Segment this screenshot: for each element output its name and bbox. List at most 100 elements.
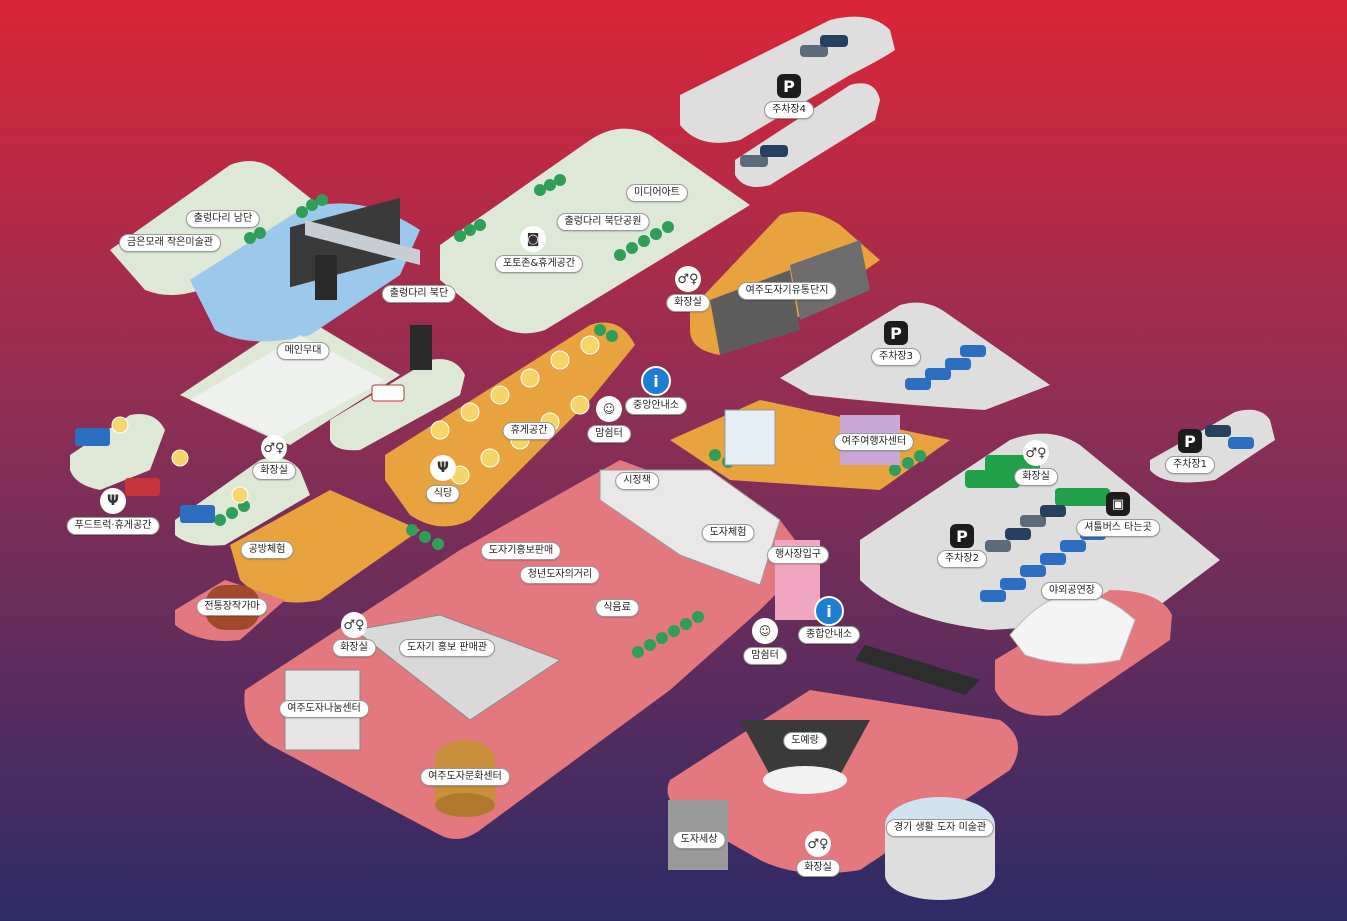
label-rest-area[interactable]: 휴게공간 [502,422,556,440]
restroom-icon[interactable]: ♂♀ [341,612,367,638]
label-young-ceramic-street[interactable]: 청년도자의거리 [519,566,601,584]
car [1020,565,1046,577]
ceramic-complex-building-2 [790,240,870,320]
label-parking4[interactable]: 주차장4 [764,101,814,119]
doyerang-base [763,766,847,794]
car [1040,553,1066,565]
label-ceramic-promo-hall[interactable]: 도자기 홍보 판매관 [399,639,495,657]
car [925,368,951,380]
label-ceramic-complex[interactable]: 여주도자기유통단지 [737,282,837,300]
car [1060,540,1086,552]
bridge-truss [305,220,420,265]
bus [1055,488,1110,506]
label-parking2[interactable]: 주차장2 [937,550,987,568]
restroom-icon[interactable]: ♂♀ [261,435,287,461]
parking-icon[interactable]: P [884,321,908,345]
label-culture-center[interactable]: 여주도자문화센터 [420,768,510,786]
car [1228,437,1254,449]
car [945,358,971,370]
label-workshop[interactable]: 공방체험 [240,541,294,559]
speaker-right [410,325,432,370]
label-sand-museum[interactable]: 금은모래 작은미술관 [119,234,221,252]
label-ceramic-experience[interactable]: 도자체험 [701,524,755,542]
label-bridge-north-park[interactable]: 출렁다리 북단공원 [556,213,650,231]
car [985,540,1011,552]
label-bridge-north[interactable]: 출렁다리 북단 [381,285,457,303]
car [1000,578,1026,590]
label-kiln[interactable]: 전통장작가마 [196,598,268,616]
trees [214,174,926,658]
label-photo-zone[interactable]: 포토존&휴게공간 [494,255,584,273]
food-truck [180,505,215,523]
car [960,345,986,357]
label-bridge-south[interactable]: 출렁다리 남단 [185,210,261,228]
speaker-left [315,255,337,300]
fork-knife-icon[interactable]: Ψ [430,455,456,481]
label-shuttle-bus[interactable]: 셔틀버스 타는곳 [1076,519,1160,537]
mother-baby-icon[interactable]: ☺ [752,618,778,644]
car [1020,515,1046,527]
seating-chairs [190,335,385,440]
label-doyerang[interactable]: 도예랑 [783,732,827,750]
label-sharing-center[interactable]: 여주도자나눔센터 [279,700,369,718]
culture-center-bottom [435,793,495,817]
car [1205,425,1231,437]
label-tourist-center[interactable]: 여주여행자센터 [833,433,915,451]
car [1040,505,1066,517]
food-truck [75,428,110,446]
parking-icon[interactable]: P [1178,429,1202,453]
parking-icon[interactable]: P [777,74,801,98]
parking4b-zone [735,83,880,188]
label-restroom-mid[interactable]: 화장실 [332,639,376,657]
car [980,590,1006,602]
label-media-art[interactable]: 미디어아트 [626,184,688,202]
car [800,45,828,57]
label-restroom-bottom[interactable]: 화장실 [796,859,840,877]
fork-knife-icon[interactable]: Ψ [100,488,126,514]
label-central-info[interactable]: 중앙안내소 [625,397,687,415]
label-poetry-walk[interactable]: 시정책 [615,472,659,490]
label-parking1[interactable]: 주차장1 [1165,456,1215,474]
mother-baby-icon[interactable]: ☺ [596,396,622,422]
tourist-building-2 [724,409,776,466]
workshop-zone [230,490,420,603]
restroom-icon[interactable]: ♂♀ [1023,440,1049,466]
label-restroom-right[interactable]: 화장실 [1014,468,1058,486]
left-green-1 [70,414,165,490]
info-icon[interactable]: i [814,596,844,626]
car [1005,528,1031,540]
info-icon[interactable]: i [641,366,671,396]
car [905,378,931,390]
parking-icon[interactable]: P [950,524,974,548]
label-mom-shelter-top[interactable]: 맘쉼터 [587,425,631,443]
lower-green [330,359,465,451]
museum-bottom [885,850,995,900]
restroom-icon[interactable]: ♂♀ [805,831,831,857]
outdoor-stage-shell [1009,592,1136,665]
label-restaurant[interactable]: 식당 [425,485,461,503]
greenhouse [599,469,781,586]
label-parking3[interactable]: 주차장3 [871,348,921,366]
restroom-icon[interactable]: ♂♀ [675,266,701,292]
label-event-entrance[interactable]: 행사장입구 [767,546,829,564]
label-restroom-top[interactable]: 화장실 [666,294,710,312]
label-outdoor-stage[interactable]: 야외공연장 [1041,582,1103,600]
car [740,155,768,167]
label-ceramic-promo-sale[interactable]: 도자기홍보판매 [480,542,562,560]
south-bridge-zone [110,161,325,295]
label-beverage[interactable]: 식음료 [595,599,639,617]
bus-icon[interactable]: ▣ [1106,492,1130,516]
gate-roof [855,645,980,695]
label-food-truck[interactable]: 푸드트럭·휴게공간 [66,517,160,535]
label-mom-shelter-bottom[interactable]: 맘쉼터 [743,647,787,665]
label-main-stage[interactable]: 메인무대 [276,342,330,360]
bus [965,470,1020,488]
ambulance [371,384,405,402]
label-ceramic-world[interactable]: 도자세상 [672,831,726,849]
label-general-info[interactable]: 종합안내소 [798,626,860,644]
umbrellas [111,335,600,504]
label-gyeonggi-museum[interactable]: 경기 생활 도자 미술관 [885,819,995,837]
camera-icon[interactable]: ◙ [520,226,546,252]
label-restroom-left[interactable]: 화장실 [252,462,296,480]
